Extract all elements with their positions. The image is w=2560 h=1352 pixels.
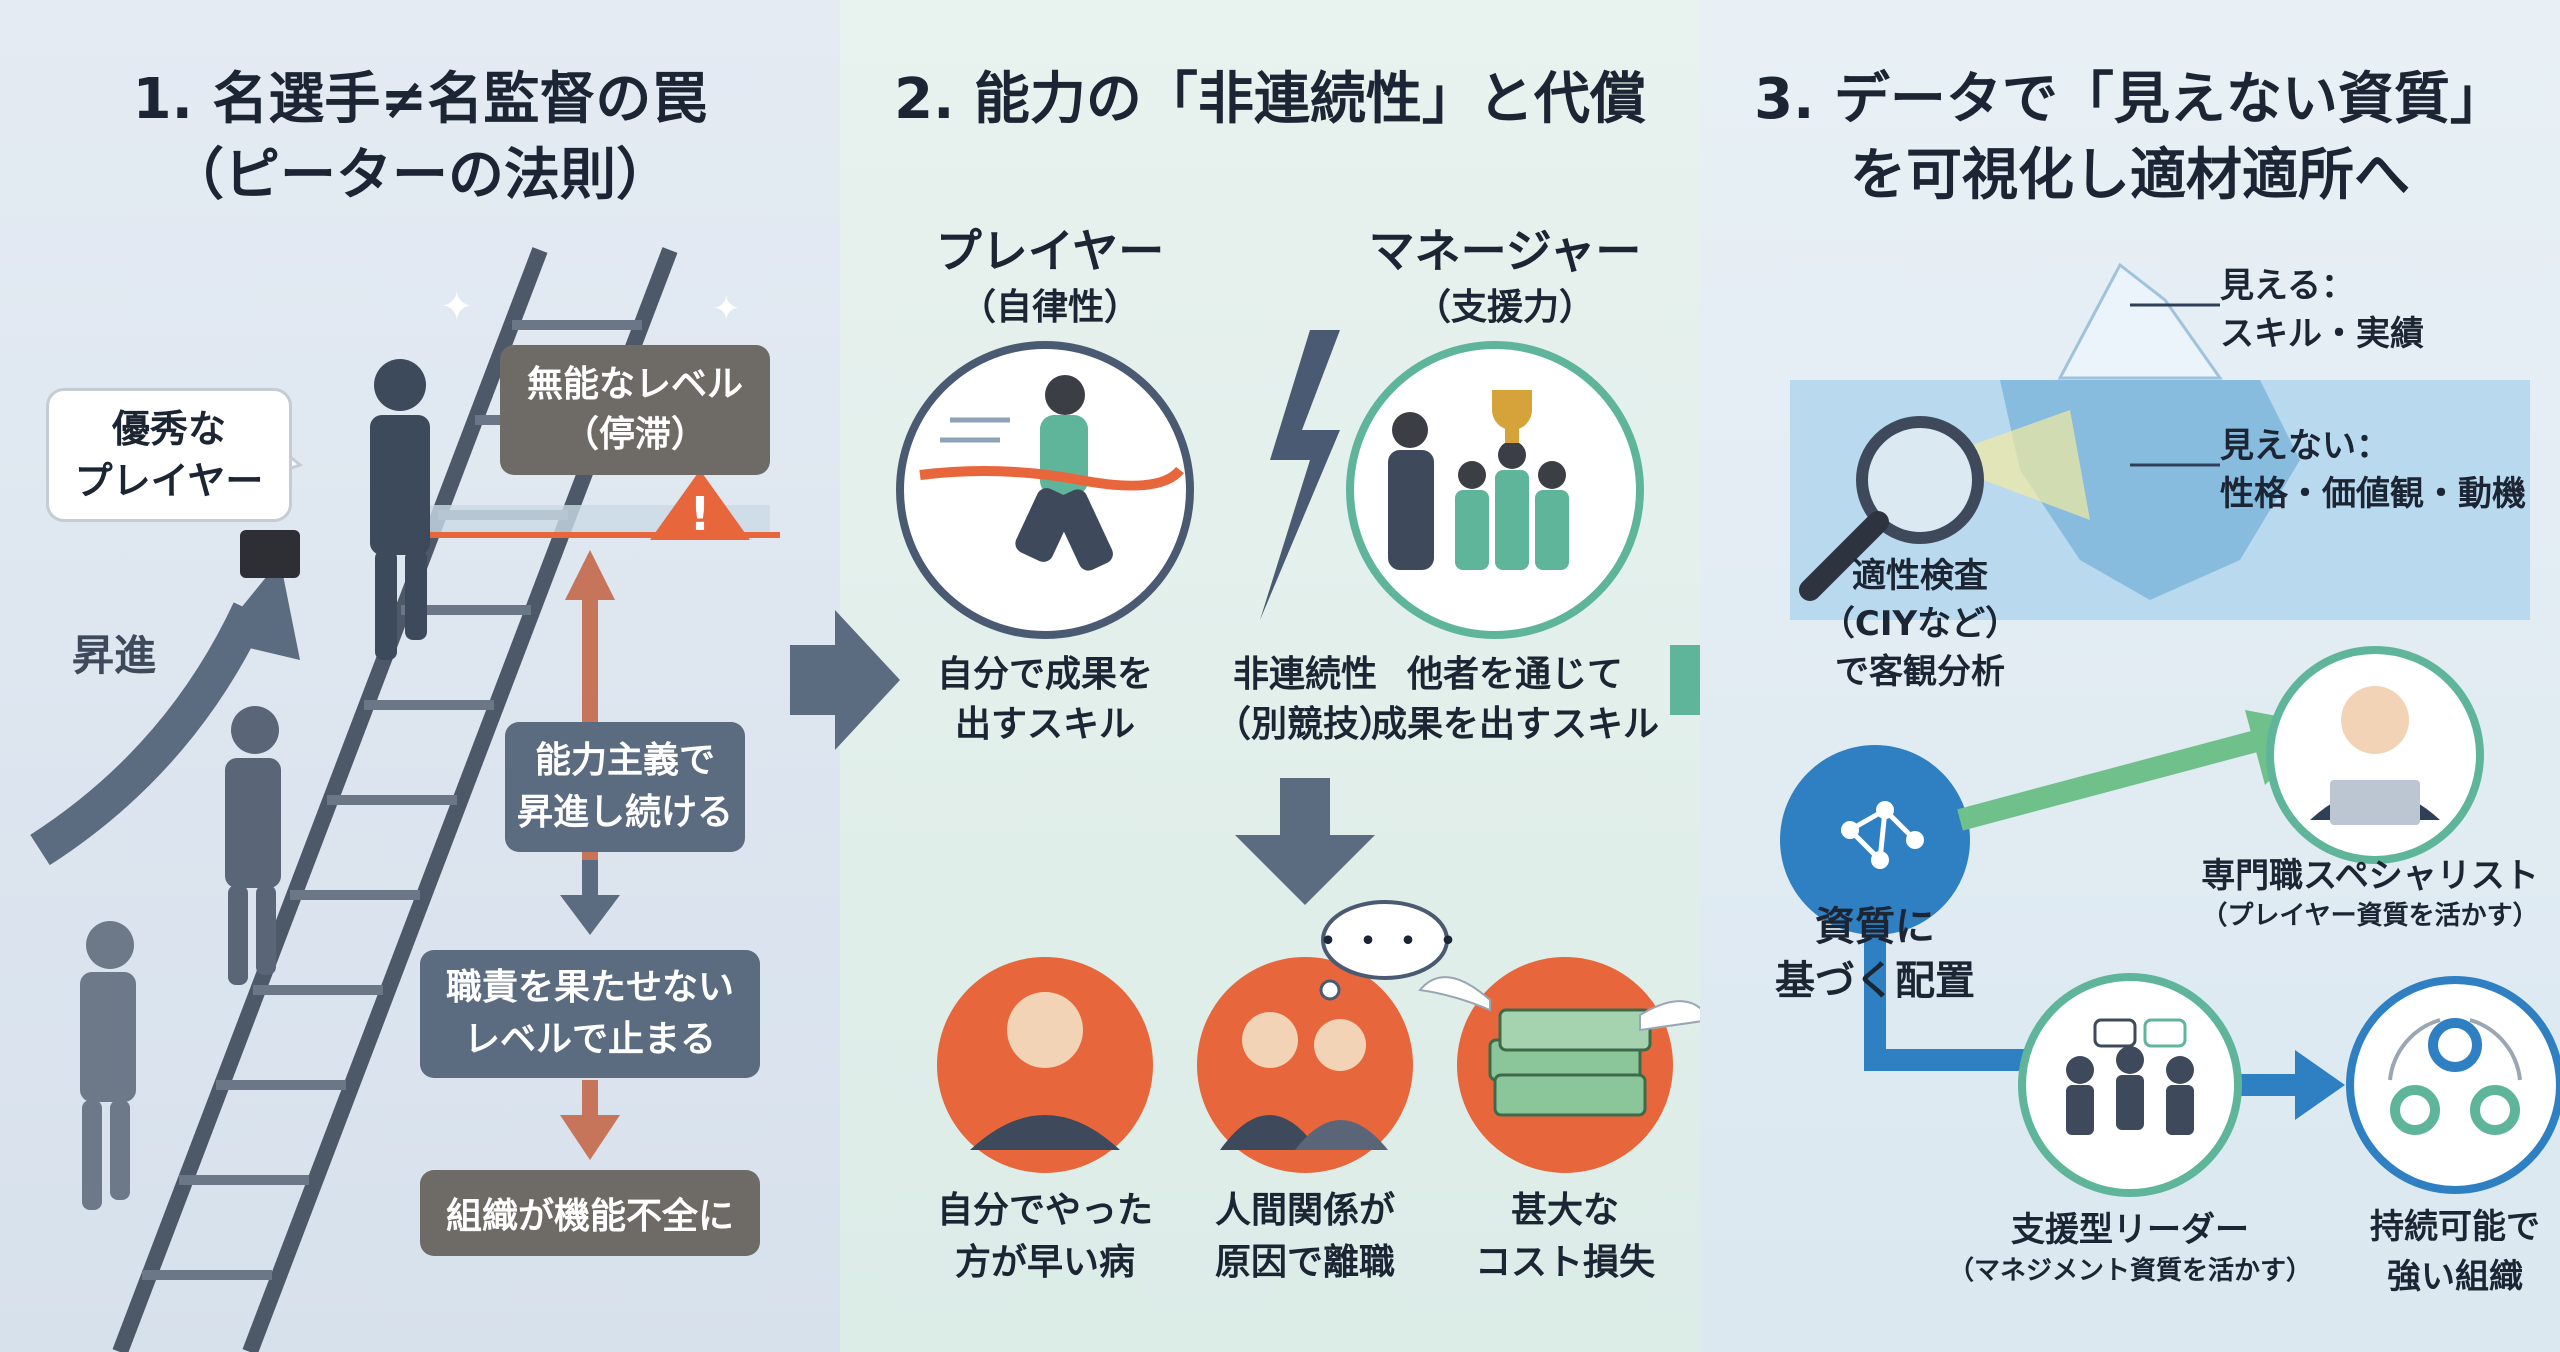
iceberg-and-placement-illustration	[1780, 262, 2560, 1197]
specialist-title: 専門職スペシャリスト	[2201, 856, 2539, 896]
limit-level-box: 職責を果たせない レベルで止まる	[420, 950, 760, 1078]
svg-text:✦: ✦	[440, 284, 474, 330]
stagnation-box: 無能なレベル （停滞）	[500, 345, 770, 475]
thought-bubble-dots: ・・・・	[1310, 921, 1471, 962]
leader-subtitle: （マネジメント資質を活かす）	[1947, 1256, 2312, 1286]
placement-label: 資質に 基づく配置	[1775, 904, 1975, 1004]
bubble-text: 優秀な プレイヤー	[74, 407, 264, 503]
svg-text:✦: ✦	[712, 289, 741, 329]
speech-bubble-excellent-player: 優秀な プレイヤー	[46, 388, 292, 522]
cost-doing-it-yourself: 自分でやった 方が早い病	[936, 1190, 1153, 1283]
cost-financial-loss: 甚大な コスト損失	[1474, 1190, 1655, 1283]
visible-traits-label: 見える： スキル・実績	[2220, 266, 2424, 354]
section1-title-line2: （ピーターの法則）	[168, 143, 672, 208]
player-title: プレイヤー	[935, 224, 1165, 278]
manager-title: マネージャー	[1368, 224, 1642, 278]
strong-organization-label: 持続可能で 強い組織	[2370, 1207, 2540, 1297]
panel-peter-principle: 1. 名選手≠名監督の罠 （ピーターの法則）	[0, 0, 840, 1352]
discontinuity-desc: 非連続性 （別競技）	[1214, 654, 1395, 745]
manager-skill-desc: 他者を通じて 成果を出すスキル	[1370, 654, 1659, 745]
panel-data-visualization: 3. データで「見えない資質」 を可視化し適材適所へ	[1700, 0, 2560, 1352]
section3-title-line2: を可視化し適材適所へ	[1850, 143, 2410, 208]
panel-discontinuity: 2. 能力の「非連続性」と代償 プレイヤー （自律性） マネージャー （支援力）	[840, 0, 1700, 1352]
section3-title-line1: 3. データで「見えない資質」	[1754, 67, 2506, 132]
ladder-illustration: !	[30, 247, 780, 1352]
player-subtitle: （自律性）	[959, 287, 1140, 328]
svg-text:!: !	[690, 487, 711, 541]
invisible-traits-label: 見えない： 性格・価値観・動機	[2220, 426, 2526, 514]
specialist-subtitle: （プレイヤー資質を活かす）	[2201, 901, 2539, 931]
discontinuity-illustration	[896, 330, 1700, 1173]
assessment-label: 適性検査 （CIYなど） で客観分析	[1820, 556, 2020, 692]
cost-turnover: 人間関係が 原因で離職	[1214, 1190, 1395, 1283]
section2-title: 2. 能力の「非連続性」と代償	[894, 67, 1646, 132]
section1-title-line1: 1. 名選手≠名監督の罠	[132, 67, 708, 132]
manager-subtitle: （支援力）	[1414, 287, 1595, 328]
promotion-label: 昇進	[72, 631, 157, 680]
leader-title: 支援型リーダー	[2011, 1210, 2249, 1250]
player-skill-desc: 自分で成果を 出すスキル	[936, 654, 1153, 745]
dysfunction-box: 組織が機能不全に	[420, 1170, 760, 1256]
merit-promotion-box: 能力主義で 昇進し続ける	[505, 722, 745, 852]
